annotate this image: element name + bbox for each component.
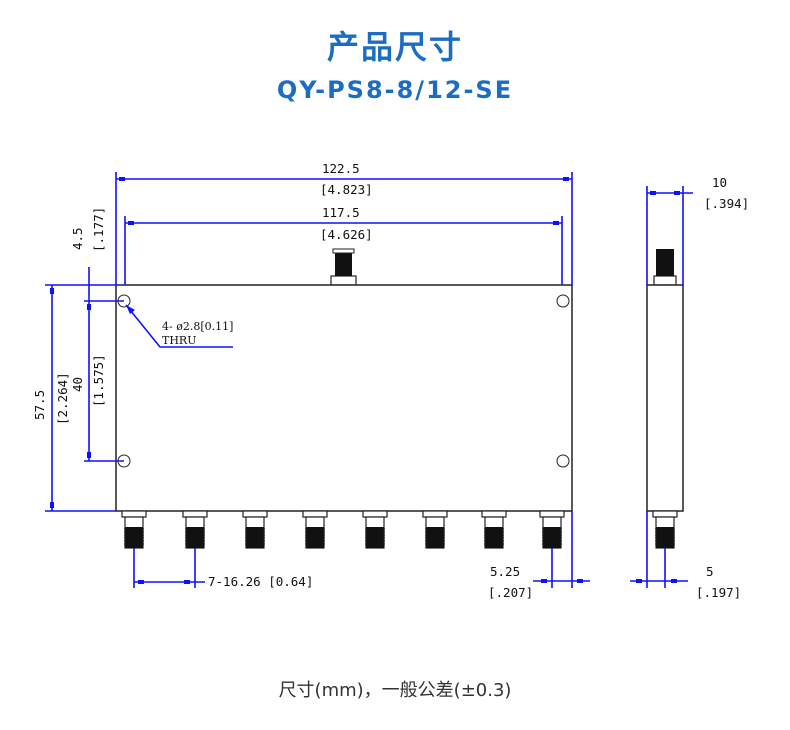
splitter-body <box>115 284 573 512</box>
hole-spacing-length-inch-label: [4.626] <box>320 227 373 242</box>
end-offset-inch-label: [.207] <box>488 585 533 600</box>
side-offset-inch-label: [.197] <box>696 585 741 600</box>
dimension-labels: 122.5 [4.823] 117.5 [4.626] 4.5 [.177] 5… <box>32 161 749 600</box>
mounting-hole <box>556 454 570 468</box>
hole-edge-offset-label: 4.5 <box>70 227 85 250</box>
overall-height-label: 57.5 <box>32 390 47 420</box>
output-connectors <box>121 510 565 549</box>
page-title: 产品尺寸 <box>326 28 463 66</box>
side-view <box>646 249 684 549</box>
mounting-hole <box>556 294 570 308</box>
end-offset-label: 5.25 <box>490 564 520 579</box>
top-connector <box>330 248 357 286</box>
hole-edge-offset-inch-label: [.177] <box>91 207 106 252</box>
overall-length-label: 122.5 <box>322 161 360 176</box>
tolerance-caption: 尺寸(mm)，一般公差(±0.3) <box>278 680 512 701</box>
hole-spacing-length-label: 117.5 <box>322 205 360 220</box>
overall-length-inch-label: [4.823] <box>320 182 373 197</box>
hole-spacing-height-label: 40 <box>70 377 85 392</box>
hole-note-thru: THRU <box>162 334 196 347</box>
dimension-lines <box>45 172 693 588</box>
thickness-label: 10 <box>712 175 727 190</box>
hole-note: 4- ø2.8[0.11] <box>162 320 233 333</box>
front-view <box>115 248 573 549</box>
overall-height-inch-label: [2.264] <box>55 372 70 425</box>
model-number: QY-PS8-8/12-SE <box>276 76 514 104</box>
hole-spacing-height-inch-label: [1.575] <box>91 354 106 407</box>
thickness-inch-label: [.394] <box>704 196 749 211</box>
side-offset-label: 5 <box>706 564 714 579</box>
connector-pitch-label: 7-16.26 [0.64] <box>208 574 313 589</box>
